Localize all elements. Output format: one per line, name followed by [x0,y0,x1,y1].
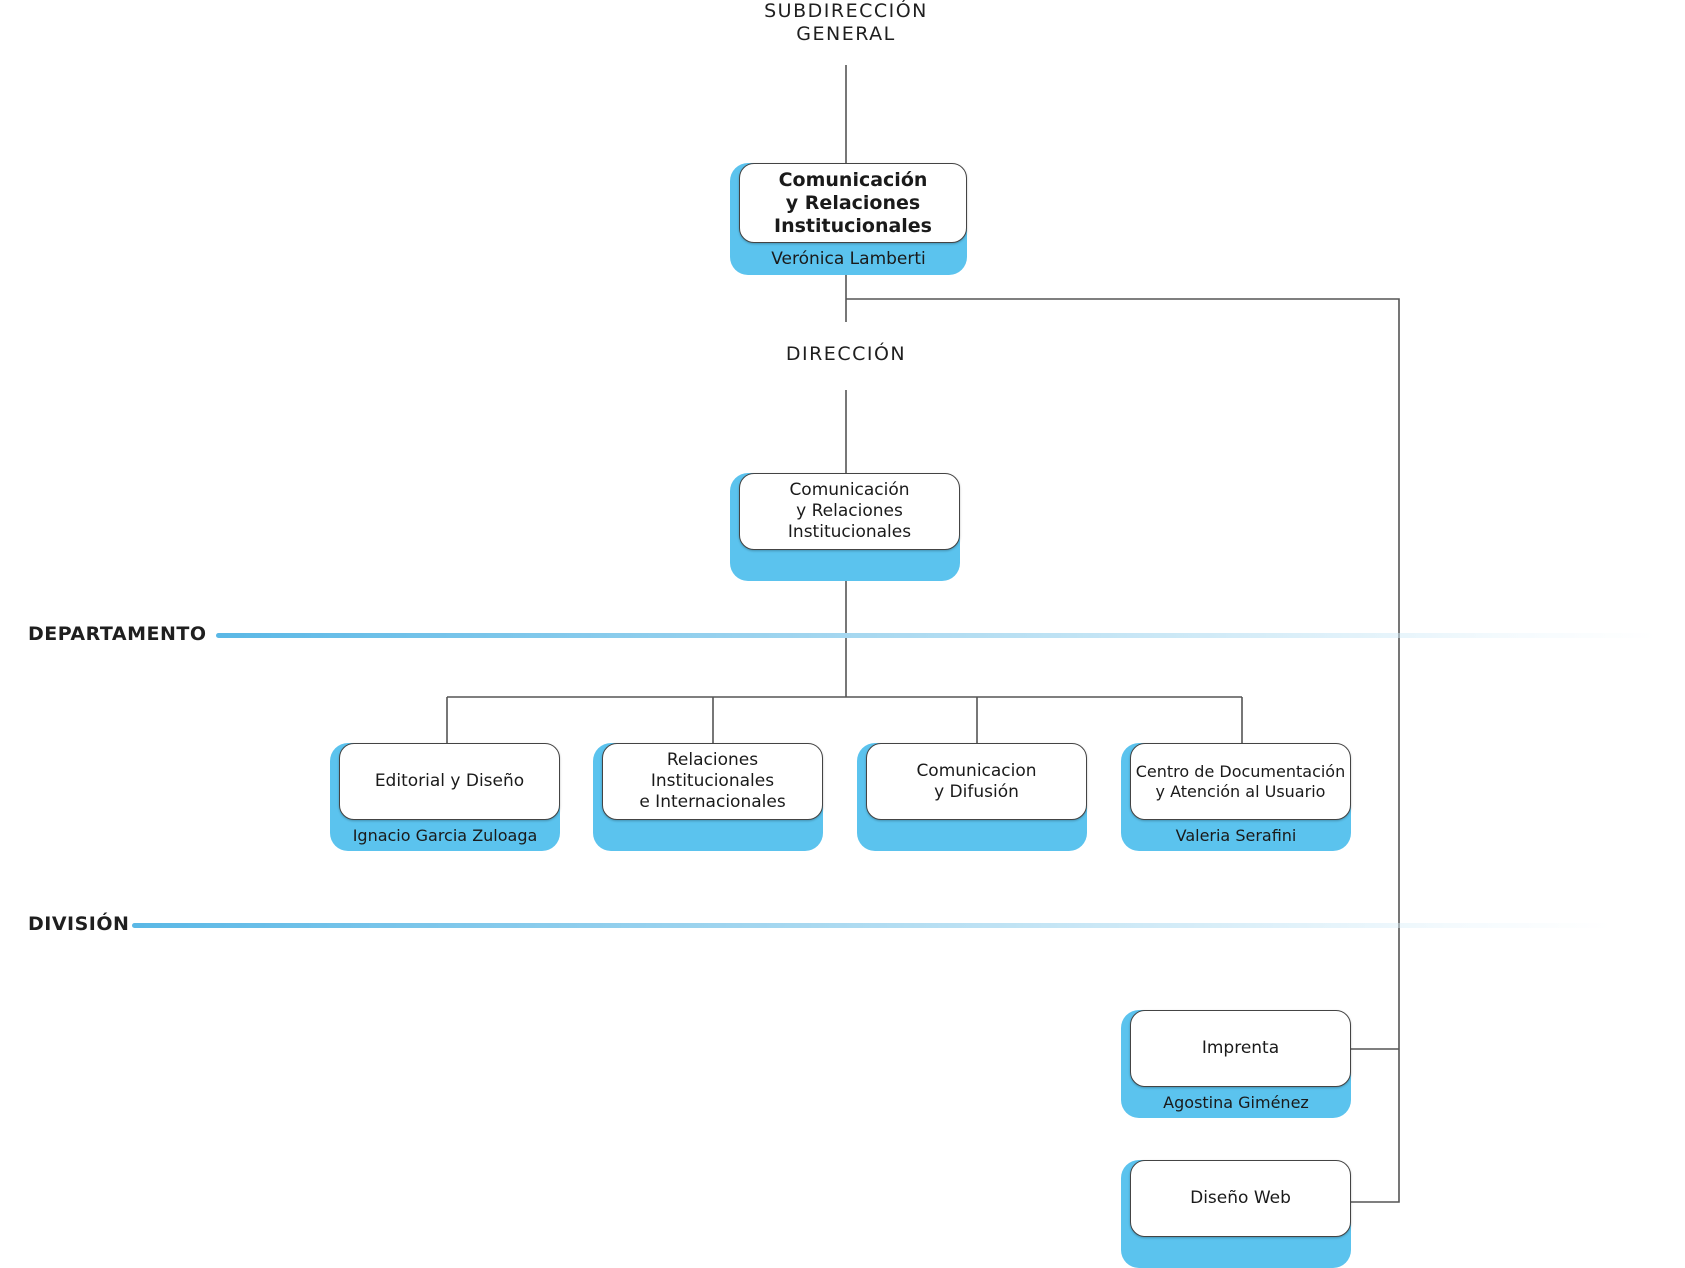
level-label-subdireccion: SUBDIRECCIÓN GENERAL [764,0,928,45]
unit-title: Centro de Documentación y Atención al Us… [1135,761,1346,801]
unit-title: Editorial y Diseño [374,771,525,791]
level-label-departamento: DEPARTAMENTO [28,623,207,645]
connector-right-trunk [846,298,1400,1203]
unit-title: Relaciones Institucionales e Internacion… [639,750,786,812]
unit-person: Ignacio Garcia Zuloaga [352,826,538,845]
division-band [132,923,1612,928]
unit-title: Comunicacion y Difusión [916,760,1037,802]
unit-title: Diseño Web [1190,1188,1291,1208]
unit-person: Agostina Giménez [1163,1093,1309,1112]
unit-person: Valeria Serafini [1175,826,1297,845]
unit-person: Verónica Lamberti [771,249,926,269]
level-label-direccion: DIRECCIÓN [785,343,907,365]
unit-title: Comunicación y Relaciones Institucionale… [787,480,912,542]
level-label-division: DIVISIÓN [28,913,130,935]
departamento-band [216,633,1656,638]
unit-title: Comunicación y Relaciones Institucionale… [774,168,932,237]
unit-title: Imprenta [1201,1038,1280,1058]
